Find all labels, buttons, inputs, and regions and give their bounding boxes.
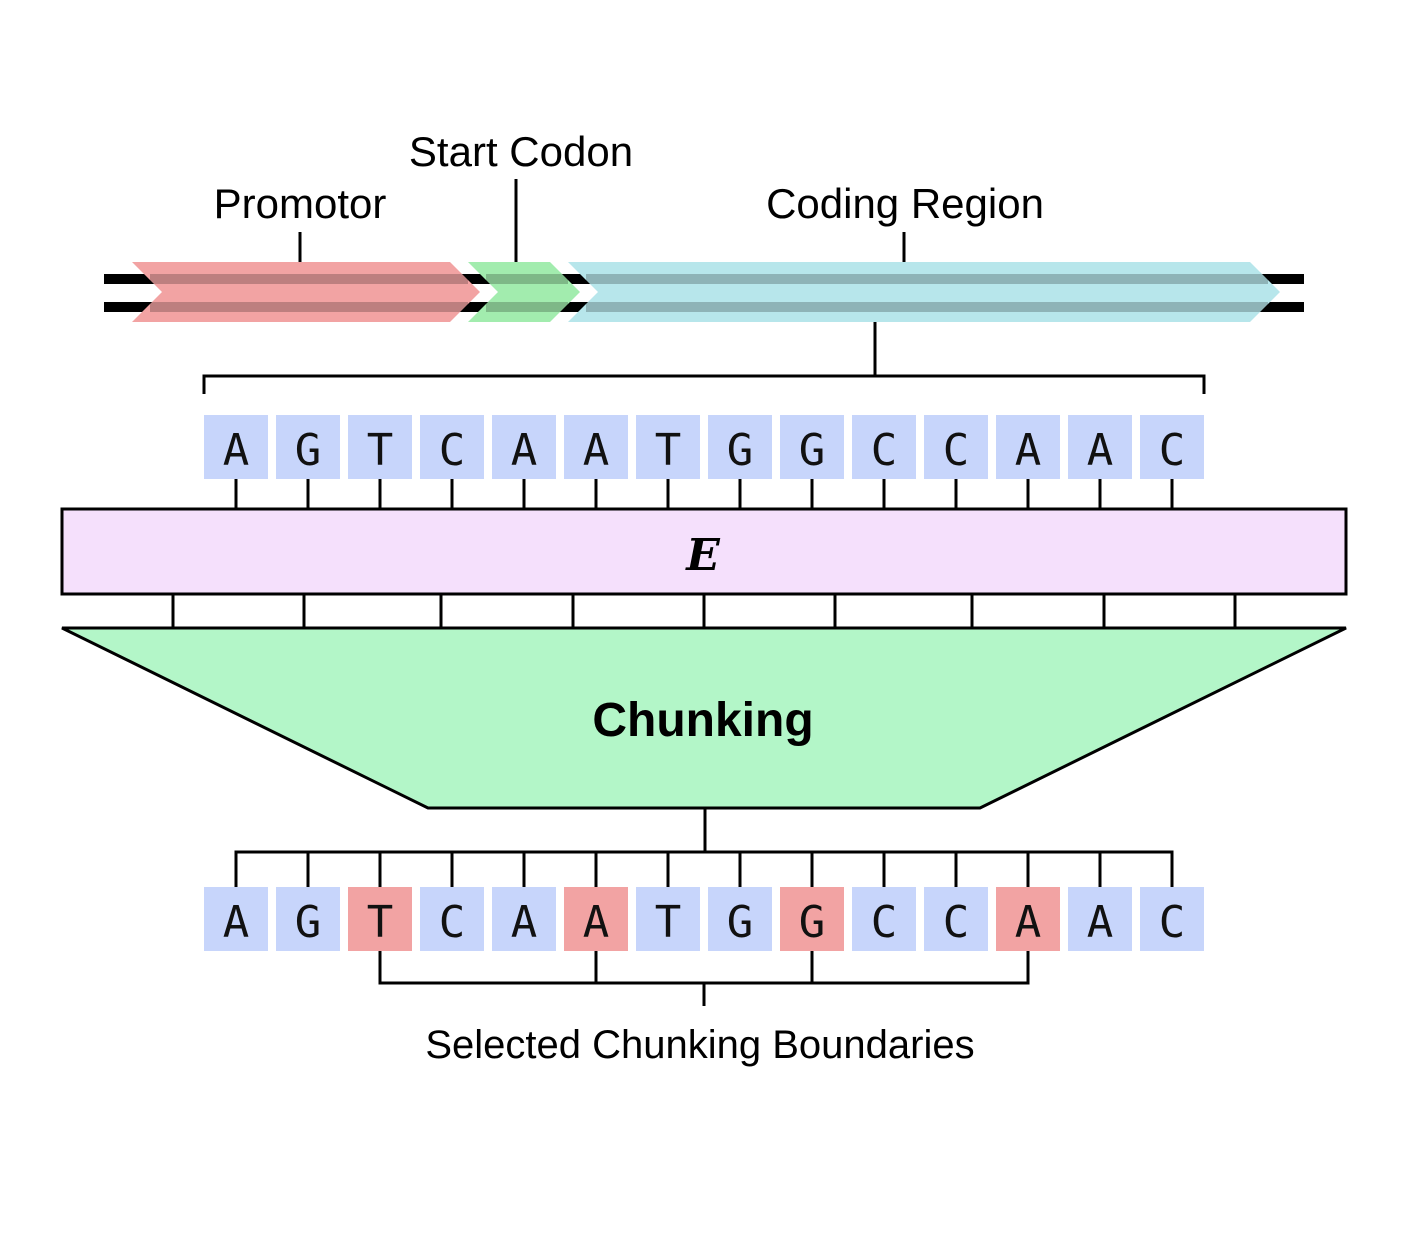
input-nucleotide-letter: C [871,425,898,476]
output-nucleotide-letter: C [439,897,466,948]
output-nucleotide-letter: G [727,897,754,948]
promotor-strand-overlay-top [150,274,468,284]
selected-boundary-nucleotide-box [780,887,844,951]
input-nucleotide-letter: A [1087,425,1114,476]
output-nucleotide-letter: A [1015,897,1042,948]
bracket-bar [202,374,1206,394]
start-codon-label: Start Codon [409,128,633,175]
output-nucleotide-box [276,887,340,951]
output-nucleotide-box [636,887,700,951]
output-nucleotide-letter: T [367,897,394,948]
input-nucleotide-letter: G [799,425,826,476]
input-nucleotide-letter: A [1015,425,1042,476]
output-nucleotide-letter: A [511,897,538,948]
coding-region [568,262,1280,322]
start-codon-strand-overlay-top [486,274,568,284]
output-nucleotide-letter: C [1159,897,1186,948]
input-nucleotide-box [492,415,556,479]
output-nucleotide-letter: C [871,897,898,948]
coding-region-bracket [202,322,1206,394]
input-nucleotide-letter: C [943,425,970,476]
output-nucleotide-letter: G [799,897,826,948]
input-nucleotide-letter: A [223,425,250,476]
coding-region-strand-overlay-bottom [586,302,1268,312]
promotor-strand-overlay-bottom [150,302,468,312]
output-nucleotide-box [492,887,556,951]
input-nucleotide-box [708,415,772,479]
chunking-trapezoid [61,626,1347,810]
input-nucleotide-box [276,415,340,479]
output-nucleotide-box [924,887,988,951]
output-nucleotide-letter: A [223,897,250,948]
output-nucleotide-box [1068,887,1132,951]
input-nucleotide-box [204,415,268,479]
input-nucleotide-box [1140,415,1204,479]
input-nucleotide-letter: G [727,425,754,476]
input-nucleotide-letter: C [439,425,466,476]
input-to-encoder-connectors [234,479,1174,509]
input-nucleotide-letter: T [655,425,682,476]
output-nucleotide-box [420,887,484,951]
input-nucleotide-box [348,415,412,479]
output-comb [234,850,1174,887]
output-nucleotide-box [1140,887,1204,951]
selected-boundary-nucleotide-box [348,887,412,951]
coding-region-strand-overlay-top [586,274,1268,284]
coding-region-arrow-icon [568,262,1280,322]
output-nucleotide-box [708,887,772,951]
input-nucleotide-box [996,415,1060,479]
output-nucleotide-letter: C [943,897,970,948]
promotor-region [132,262,480,322]
boundary-bracket [378,951,1030,1006]
input-nucleotide-box [636,415,700,479]
selected-boundary-nucleotide-box [564,887,628,951]
input-nucleotide-box [564,415,628,479]
promotor-label: Promotor [214,180,387,227]
coding-region-label: Coding Region [766,180,1044,227]
encoder-label: E [684,530,721,581]
output-nucleotide-letter: G [295,897,322,948]
input-nucleotide-box [1068,415,1132,479]
input-nucleotide-letter: T [367,425,394,476]
input-nucleotide-box [780,415,844,479]
input-nucleotide-letter: A [511,425,538,476]
input-nucleotide-letter: C [1159,425,1186,476]
output-nucleotide-box [204,887,268,951]
start-codon-region [468,262,580,322]
chunking-module: Chunking [61,626,1347,852]
output-nucleotide-box [852,887,916,951]
output-nucleotide-letter: A [1087,897,1114,948]
encoder: E [60,507,1348,596]
start-codon-arrow-icon [468,262,580,322]
input-nucleotide-letter: G [295,425,322,476]
input-nucleotide-box [924,415,988,479]
input-nucleotide-box [852,415,916,479]
input-nucleotide-box [420,415,484,479]
output-nucleotide-letter: T [655,897,682,948]
chunking-label: Chunking [592,694,813,747]
output-nucleotide-letter: A [583,897,610,948]
selected-boundary-nucleotide-box [996,887,1060,951]
encoder-output-ticks [171,594,1237,628]
selected-boundaries-label: Selected Chunking Boundaries [425,1023,974,1067]
promotor-arrow-icon [132,262,480,322]
start-codon-strand-overlay-bottom [486,302,568,312]
input-nucleotide-letter: A [583,425,610,476]
